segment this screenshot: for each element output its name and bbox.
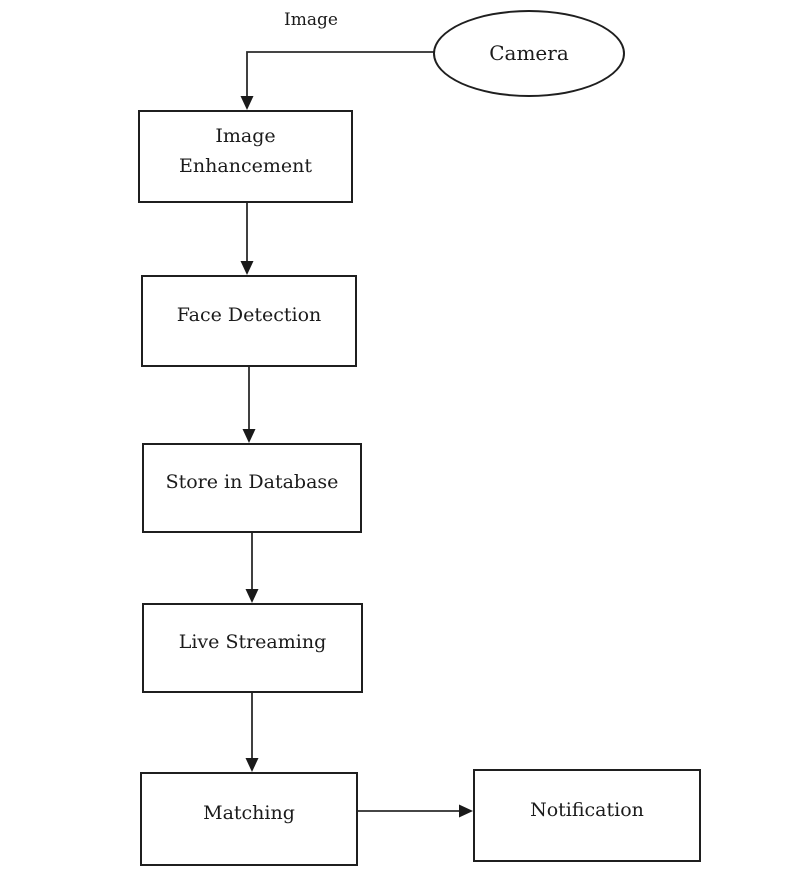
node-image-enhancement: Image Enhancement (138, 110, 353, 203)
node-face-detection-label: Face Detection (176, 304, 322, 327)
node-camera: Camera (433, 10, 625, 97)
node-notification: Notification (473, 769, 701, 862)
connector-live-streaming-to-matching (245, 693, 259, 772)
node-store-in-database-label: Store in Database (165, 471, 339, 494)
connector-store-in-database-to-live-streaming (245, 533, 259, 603)
node-image-enhancement-label: Image Enhancement (179, 125, 312, 177)
node-live-streaming-label: Live Streaming (178, 631, 327, 654)
node-live-streaming: Live Streaming (142, 603, 363, 693)
connector-camera-to-image-enhancement (240, 51, 434, 110)
node-matching: Matching (140, 772, 358, 866)
connector-matching-to-notification (358, 804, 473, 818)
node-matching-label: Matching (203, 802, 295, 825)
node-face-detection: Face Detection (141, 275, 357, 367)
node-notification-label: Notification (530, 798, 644, 821)
connector-face-detection-to-store-in-database (242, 367, 256, 443)
node-camera-label: Camera (489, 41, 569, 65)
node-store-in-database: Store in Database (142, 443, 362, 533)
connector-image-enhancement-to-face-detection (240, 203, 254, 275)
edge-label-image: Image (284, 10, 338, 30)
